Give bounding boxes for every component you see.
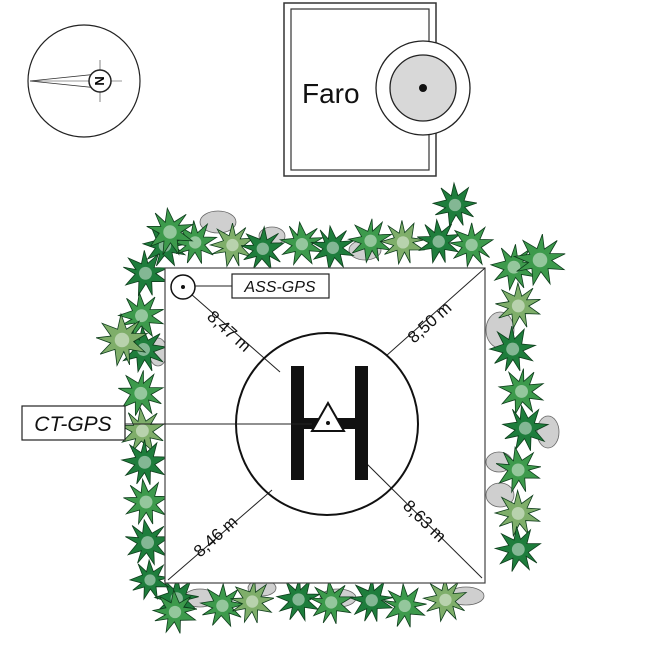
bush-icon: [501, 404, 550, 451]
ass-gps-label-box: ASS-GPS: [231, 273, 330, 299]
bush-icon: [117, 291, 165, 339]
bush-icon: [495, 445, 542, 494]
bush-icon: [431, 181, 478, 228]
bush-icon: [118, 370, 165, 416]
rock-icon: [536, 415, 560, 449]
bush-icon: [495, 281, 542, 330]
rock-icon: [199, 210, 237, 234]
bush-icon: [208, 222, 255, 268]
bush-icon: [383, 582, 427, 628]
bush-icon: [240, 225, 286, 271]
vegetation-border: [95, 181, 566, 634]
bush-icon: [95, 312, 149, 367]
lighthouse-label: Faro: [302, 78, 360, 109]
bush-icon: [349, 578, 394, 622]
diagonal-lines: [167, 267, 486, 581]
bush-icon: [449, 222, 495, 268]
bush-icon: [497, 368, 545, 416]
ass-gps-marker-icon: [170, 274, 196, 300]
compass-north-letter: N: [92, 76, 107, 85]
ct-gps-label-box: CT-GPS: [21, 405, 126, 441]
bush-icon: [230, 579, 275, 624]
compass-icon: N: [27, 24, 141, 138]
bush-icon: [309, 579, 354, 624]
lighthouse-building: Faro: [283, 2, 471, 177]
bush-icon: [379, 220, 425, 266]
ct-gps-marker-icon: [310, 400, 346, 432]
bush-icon: [151, 588, 197, 634]
bush-icon: [278, 220, 324, 266]
bush-icon: [120, 439, 169, 485]
bush-icon: [512, 233, 566, 287]
bush-icon: [118, 406, 166, 453]
bush-icon: [347, 218, 394, 264]
ass-gps-label: ASS-GPS: [243, 279, 315, 296]
bush-icon: [309, 224, 356, 271]
bush-icon: [125, 518, 172, 566]
ct-gps-label: CT-GPS: [34, 413, 111, 436]
bush-icon: [128, 558, 170, 601]
bush-icon: [417, 218, 461, 264]
bush-icon: [493, 526, 542, 572]
bush-icon: [146, 206, 195, 256]
bush-icon: [123, 250, 169, 297]
bush-icon: [488, 326, 537, 372]
bush-icon: [123, 477, 170, 526]
bush-icon: [493, 488, 542, 538]
